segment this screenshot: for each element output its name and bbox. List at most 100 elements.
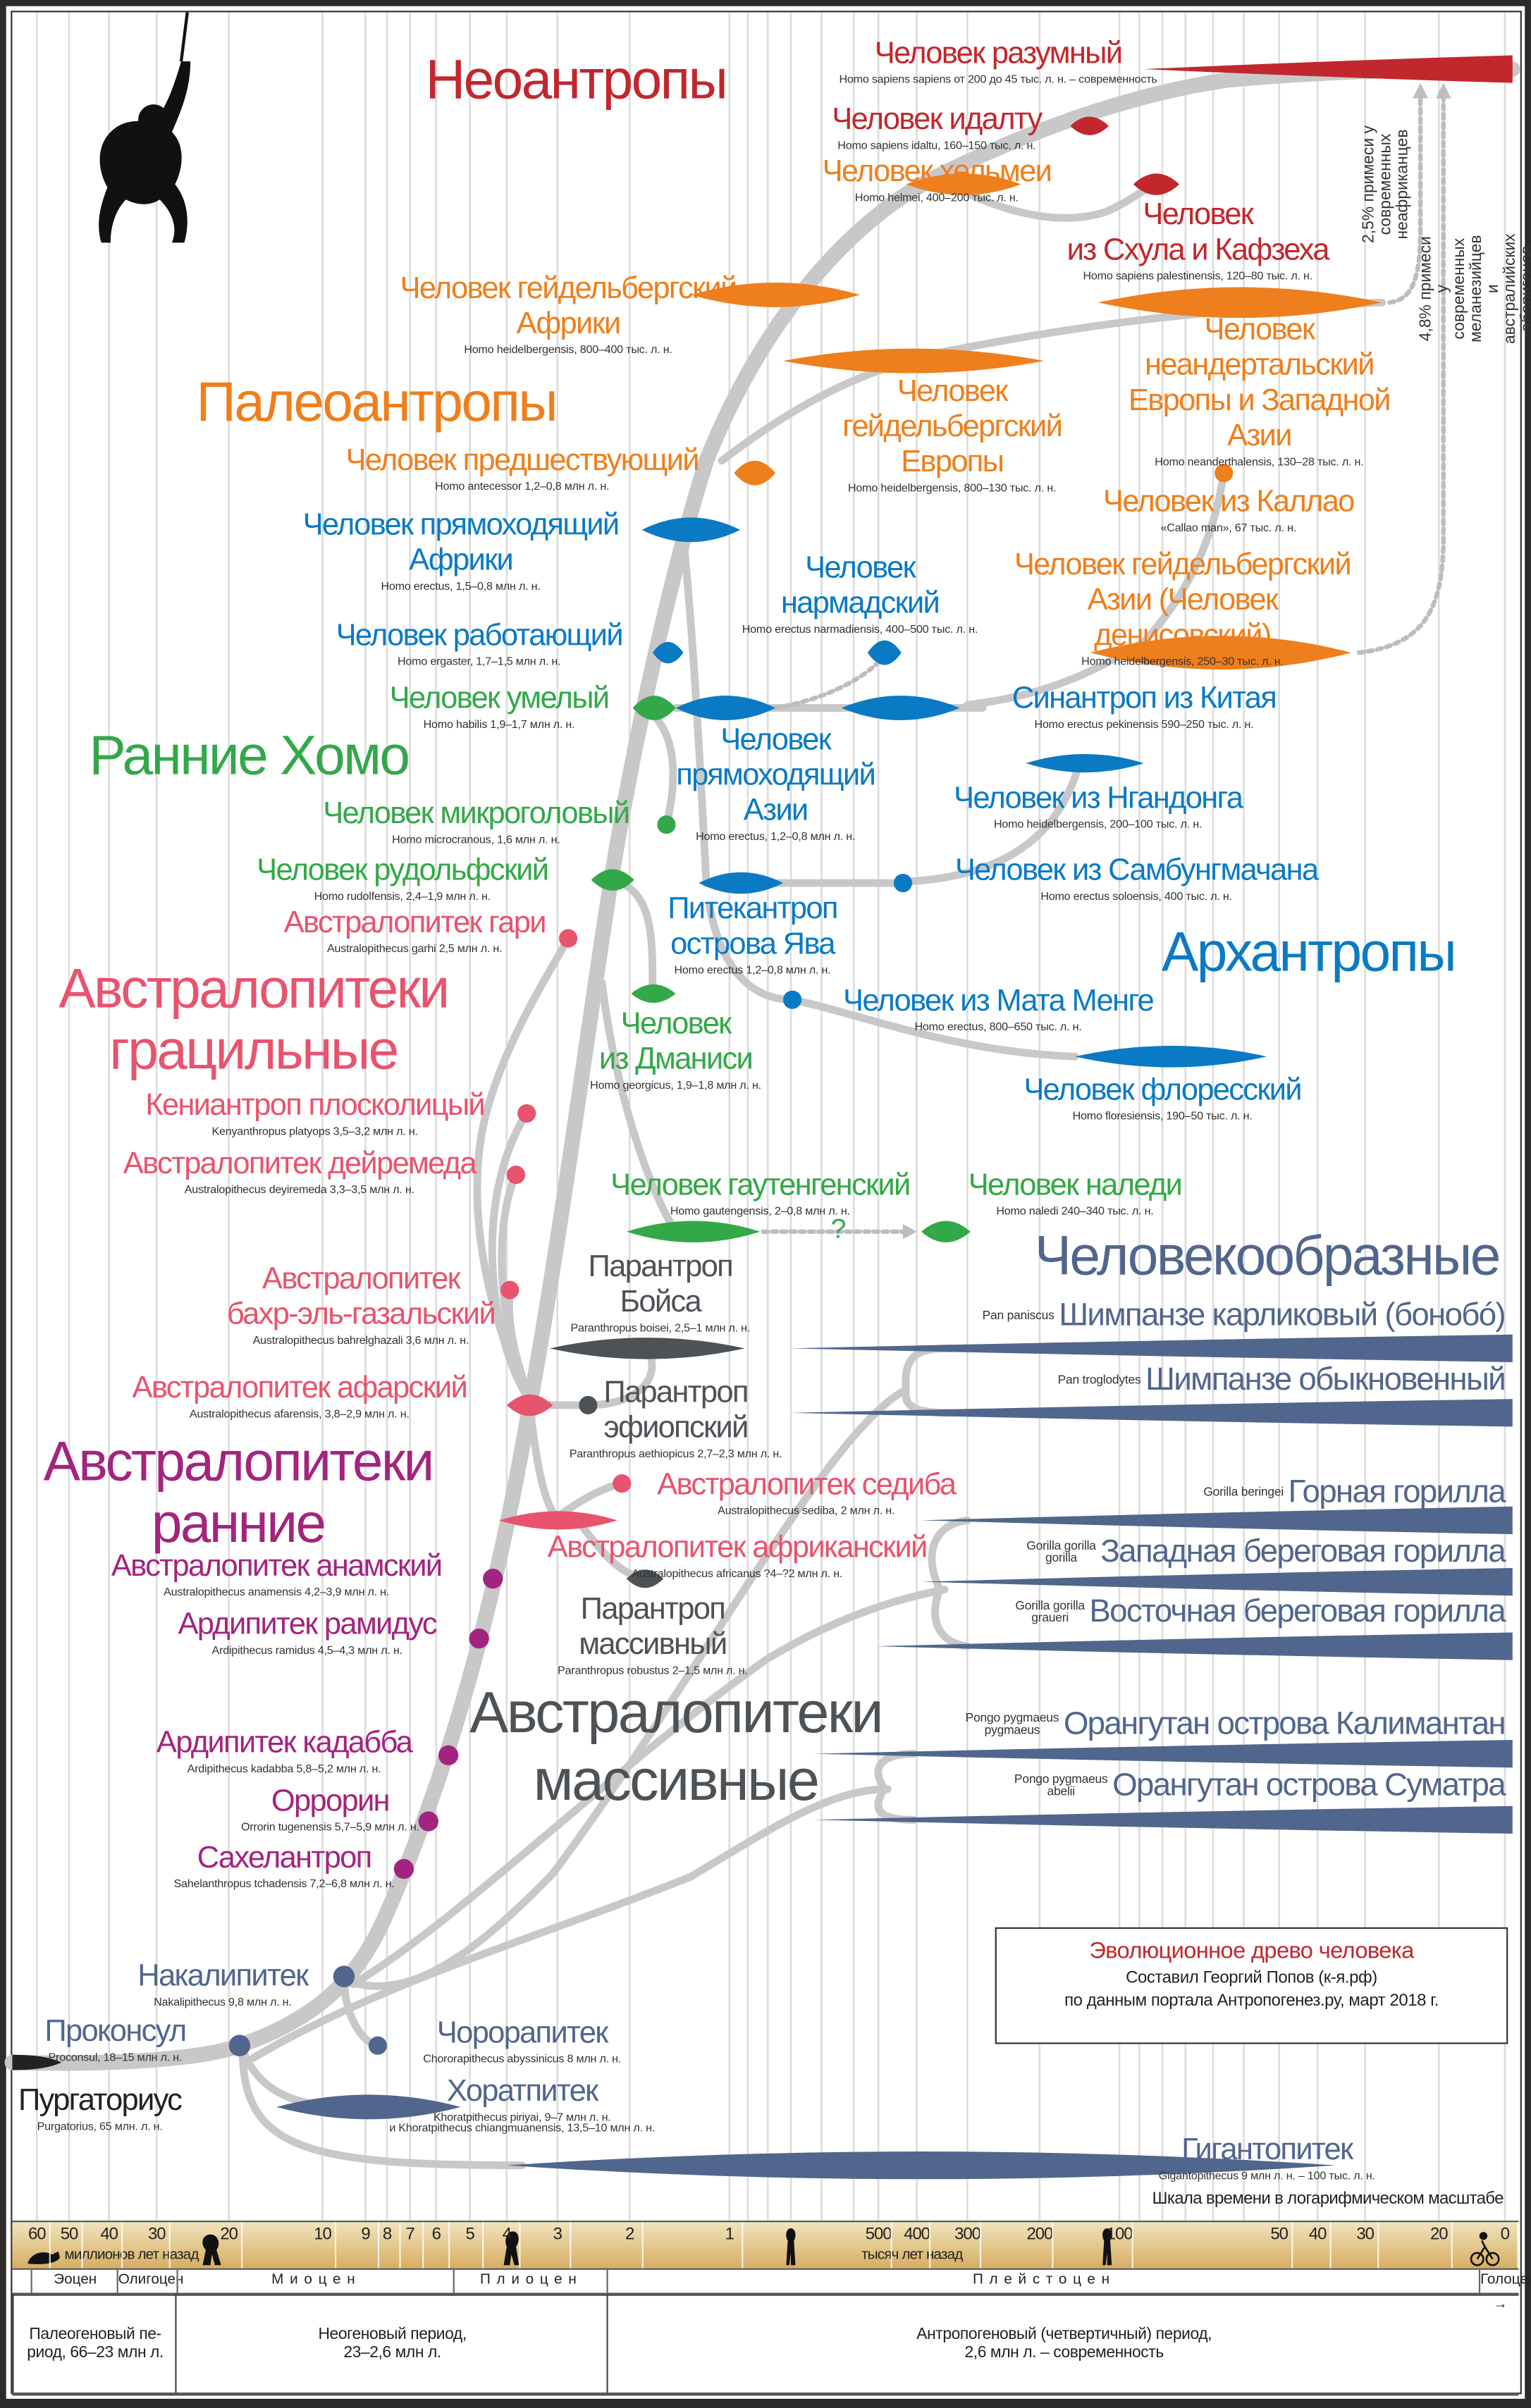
species-marker [12, 2054, 62, 2070]
time-tick-line [1377, 2222, 1379, 2268]
time-tick-line [1517, 2222, 1519, 2268]
species-latin-name: Chororapithecus abyssinicus 8 млн л. н. [423, 2051, 622, 2066]
species-latin-name: Homo sapiens idaltu, 160–150 тыс. л. н. [837, 138, 1036, 152]
species-name: Человек из Мата Менге [843, 984, 1155, 1018]
epoch-label: Плейстоцен [606, 2268, 1481, 2293]
epoch-label: Миоцен [176, 2268, 455, 2293]
time-tick-label: 1 [725, 2225, 734, 2244]
time-tick-label: 50 [60, 2225, 79, 2244]
species-marker [631, 984, 676, 1004]
species-name: Ардипитек кадабба [156, 1726, 413, 1760]
time-tick-line [121, 2222, 123, 2268]
species-marker [783, 348, 1045, 373]
species-marker [613, 1474, 632, 1493]
time-tick-label: 20 [220, 2225, 238, 2244]
species-marker [276, 2094, 461, 2120]
branch [648, 710, 677, 829]
species-name: Парантроп эфиопский [603, 1376, 749, 1445]
species-label: Человек неандертальский Европы и Западно… [1124, 314, 1396, 468]
species-latin-name: Gorilla beringei [1203, 1484, 1284, 1498]
species-marker [368, 2036, 387, 2055]
bicycle-icon [1470, 2232, 1500, 2266]
period-label: Палеогеновый пе- риод, 66–23 млн л. [12, 2294, 176, 2393]
time-tick-label: 9 [361, 2225, 370, 2244]
species-marker [579, 1395, 598, 1415]
species-name: Оррорин [271, 1784, 391, 1819]
species-latin-name: Proconsul, 18–15 млн л. н. [48, 2050, 183, 2064]
period-label: Антропогеновый (четвертичный) период, 2,… [606, 2294, 1520, 2393]
species-name: Человек из Нгандонга [954, 782, 1243, 816]
time-tick-line [399, 2222, 401, 2268]
species-marker [691, 282, 860, 307]
time-tick-label: 40 [100, 2225, 118, 2244]
species-latin-name: Homo ergaster, 1,7–1,5 млн л. н. [398, 654, 561, 668]
species-latin-name: Homo naledi 240–340 тыс. л. н. [996, 1204, 1154, 1218]
species-latin-name: Homo microcranous, 1,6 млн л. н. [392, 832, 560, 846]
group-title-paleo: Палеоантропы [196, 370, 558, 433]
rodent-icon [27, 2251, 60, 2264]
species-name: Западная береговая горилла [1100, 1534, 1506, 1570]
dotted-gene-flow-neanderthal [1387, 92, 1423, 305]
species-latin-name: Homo neanderthalensis, 130–28 тыс. л. н. [1155, 455, 1364, 469]
uncertain-link-mark: ? [830, 1213, 847, 1245]
species-marker [626, 1221, 761, 1242]
species-name: Человек идалту [832, 103, 1043, 137]
group-title-early-homo: Ранние Хомо [89, 723, 410, 786]
species-marker [813, 1740, 1513, 1768]
time-tick-line [241, 2222, 243, 2268]
species-marker [1133, 173, 1180, 195]
poster-title: Эволюционное древо человека [1089, 1938, 1414, 1965]
species-name: Австралопитек седиба [657, 1468, 957, 1502]
species-latin-name: Sahelanthropus tchadensis 7,2–6,8 млн л.… [173, 1876, 395, 1891]
species-name: Человек неандертальский Европы и Западно… [1128, 313, 1391, 453]
time-tick-line [1291, 2222, 1293, 2268]
time-tick-line [928, 2222, 931, 2268]
species-marker [506, 1166, 526, 1185]
time-tick-line [81, 2222, 83, 2268]
species-latin-name: Gorilla gorilla gorilla [1026, 1538, 1096, 1564]
species-latin-name: Australopithecus bahrelghazali 3,6 млн л… [252, 1333, 469, 1347]
time-tick-label: 300 [954, 2225, 981, 2244]
time-tick-label: 30 [147, 2225, 166, 2244]
species-latin-name: Orrorin tugenensis 5,7–5,9 млн л. н. [240, 1820, 419, 1834]
species-name: Пургаториус [18, 2084, 183, 2118]
branch [902, 1385, 957, 1417]
species-name: Питекантроп острова Ява [668, 892, 838, 962]
species-marker [632, 696, 676, 721]
species-name: Австралопитек африканский [547, 1531, 928, 1565]
species-latin-name: Homo erectus, 1,2–0,8 млн л. н. [696, 829, 856, 844]
species-marker [1215, 464, 1234, 483]
species-marker [790, 1399, 1513, 1427]
species-latin-name: Homo erectus, 1,5–0,8 млн л. н. [381, 579, 541, 593]
species-marker [841, 696, 960, 721]
species-latin-name: Australopithecus sediba, 2 млн л. н. [718, 1503, 895, 1518]
species-latin-name: Homo erectus, 800–650 тыс. л. н. [914, 1019, 1082, 1034]
time-tick-line [979, 2222, 982, 2268]
species-name: Кениантроп плосколицый [145, 1089, 486, 1123]
species-name: Человек из Дманиси [598, 1007, 754, 1077]
species-marker [921, 1567, 1513, 1596]
species-marker [641, 517, 741, 543]
